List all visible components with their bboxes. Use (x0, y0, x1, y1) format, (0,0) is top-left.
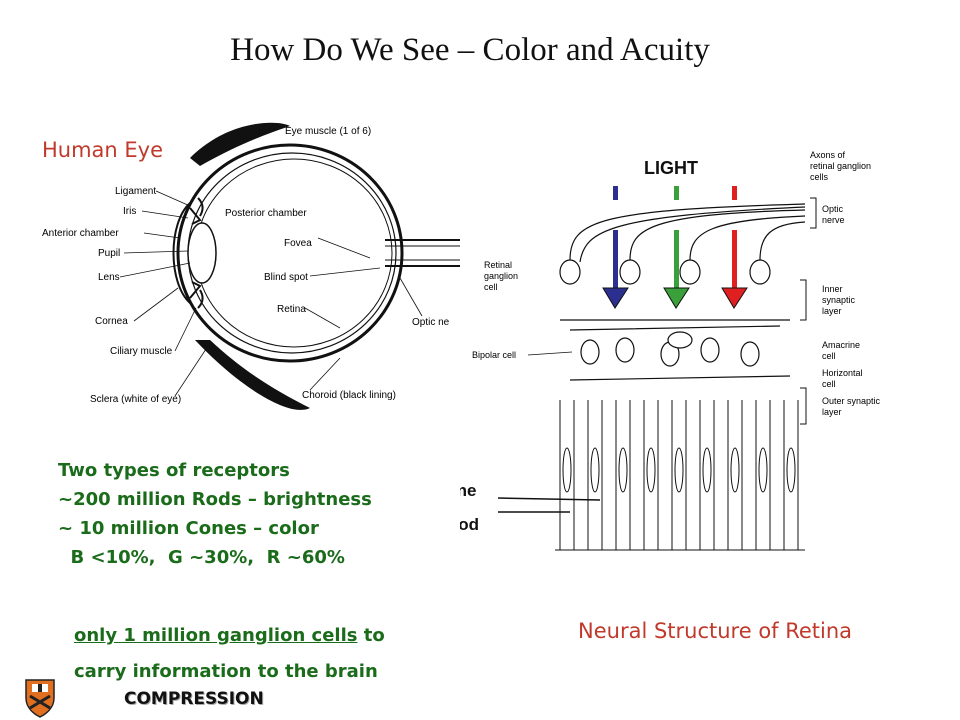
axons-label-3: cells (810, 172, 829, 182)
retinal-ganglion-label-3: cell (484, 282, 498, 292)
eye-muscle-label: Eye muscle (1 of 6) (285, 126, 371, 137)
receptors-line-3: ~ 10 million Cones – color (58, 518, 319, 539)
axons-label-1: Axons of (810, 150, 846, 160)
fovea-label: Fovea (284, 238, 312, 249)
blue-arrow (602, 287, 629, 309)
lower-eye-muscle (195, 340, 310, 410)
ciliary-muscle-label: Ciliary muscle (110, 346, 173, 357)
cone-label: Cone (460, 481, 477, 500)
iris-label: Iris (123, 206, 136, 217)
retina-structure-diagram: LIGHT (460, 150, 881, 551)
human-eye-diagram: Eye muscle (1 of 6) Ligament Iris Anteri… (42, 122, 460, 410)
amacrine-label-2: cell (822, 351, 836, 361)
pupil-label: Pupil (98, 248, 120, 259)
compression-label: COMPRESSION (124, 689, 264, 709)
retinal-ganglion-label-2: ganglion (484, 271, 518, 281)
horizontal-label-2: cell (822, 379, 836, 389)
receptors-line-4: B <10%, G ~30%, R ~60% (58, 547, 345, 568)
cell-layers (559, 259, 791, 381)
light-arrows (602, 186, 748, 309)
ciliary-shape (197, 197, 204, 309)
ganglion-text: only 1 million ganglion cells to carry i… (74, 618, 385, 690)
red-arrow (721, 287, 748, 309)
receptors-line-2: ~200 million Rods – brightness (58, 489, 372, 510)
anterior-chamber-label: Anterior chamber (42, 228, 119, 239)
receptors-line-1: Two types of receptors (58, 460, 290, 481)
sclera-label: Sclera (white of eye) (90, 394, 181, 405)
ganglion-underlined: only 1 million ganglion cells (74, 625, 358, 646)
outer-synaptic-label-2: layer (822, 407, 842, 417)
optic-nerve-shape (385, 239, 460, 267)
upper-eye-muscle (190, 122, 290, 166)
bipolar-cell-label: Bipolar cell (472, 350, 516, 360)
shield-logo-icon (25, 679, 55, 718)
outer-synaptic-label-1: Outer synaptic (822, 396, 881, 406)
receptors-text: Two types of receptors ~200 million Rods… (58, 456, 372, 572)
ligament-label: Ligament (115, 186, 156, 197)
axons-label-2: retinal ganglion (810, 161, 871, 171)
axon-fibers (569, 203, 806, 263)
cornea-shape (172, 202, 191, 304)
lens-shape (187, 222, 217, 284)
retinal-ganglion-label-1: Retinal (484, 260, 512, 270)
choroid-label: Choroid (black lining) (302, 390, 396, 401)
retina-structure-label: Neural Structure of Retina (578, 619, 853, 643)
optic-nerve-retina-label-1: Optic (822, 204, 844, 214)
lens-label: Lens (98, 272, 120, 283)
green-arrow (663, 287, 690, 309)
iris-shape (189, 207, 202, 299)
retina-label-eye: Retina (277, 304, 306, 315)
photoreceptors (555, 400, 805, 551)
cornea-label: Cornea (95, 316, 128, 327)
page-title: How Do We See – Color and Acuity (230, 32, 710, 68)
eye-leader-lines (119, 190, 423, 397)
rod-label: Rod (460, 515, 479, 534)
blind-spot-label: Blind spot (264, 272, 308, 283)
inner-synaptic-label-1: Inner (822, 284, 843, 294)
horizontal-label-1: Horizontal (822, 368, 863, 378)
ganglion-line-2: carry information to the brain (74, 661, 378, 682)
inner-synaptic-label-2: synaptic (822, 295, 856, 305)
retina-outline (195, 158, 393, 348)
sclera-outline (176, 143, 404, 363)
posterior-chamber-label: Posterior chamber (225, 208, 307, 219)
amacrine-label-1: Amacrine (822, 340, 860, 350)
optic-nerve-retina-label-2: nerve (822, 215, 845, 225)
human-eye-label: Human Eye (42, 138, 164, 162)
ganglion-to: to (357, 625, 385, 646)
inner-synaptic-label-3: layer (822, 306, 842, 316)
optic-nerve-label: Optic ne (412, 317, 450, 328)
light-label: LIGHT (644, 158, 698, 178)
